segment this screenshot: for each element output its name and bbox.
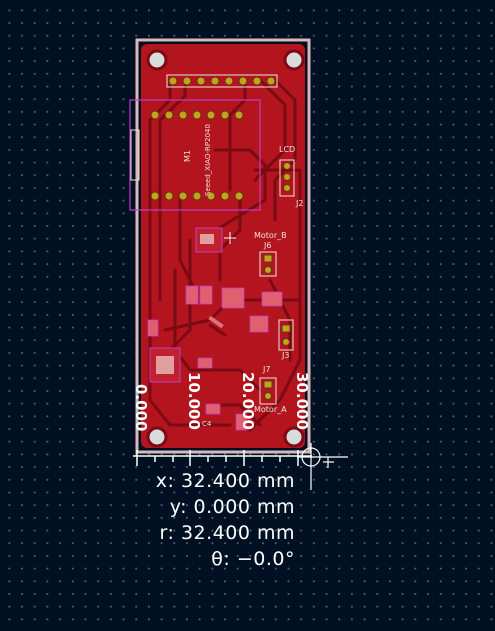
measure-x: x: 32.400 mm xyxy=(155,470,295,492)
measure-theta: θ: −0.0° xyxy=(211,548,295,570)
mounting-hole-top-left[interactable] xyxy=(146,49,168,71)
mounting-hole-bottom-left[interactable] xyxy=(146,426,168,448)
measure-ruler xyxy=(133,450,312,466)
label-motor-a: Motor_A xyxy=(254,405,287,414)
j7-pins[interactable] xyxy=(263,380,273,400)
label-j2: J2 xyxy=(295,199,303,208)
j3-outline xyxy=(278,319,294,351)
board-edge-cuts xyxy=(135,38,311,454)
j6-pins[interactable] xyxy=(263,254,273,274)
mounting-hole-top-right[interactable] xyxy=(283,49,305,71)
ic-lower-left-pad[interactable] xyxy=(156,356,174,374)
label-j7: J7 xyxy=(262,365,270,374)
label-module-m1: M1 xyxy=(183,150,192,162)
ruler-label-10: 10.000 xyxy=(185,372,203,430)
module-m1-courtyard xyxy=(129,99,261,211)
module-m1-pins-top[interactable] xyxy=(150,110,244,120)
measure-r: r: 32.400 mm xyxy=(159,522,295,544)
lcd-connector-j2-outline xyxy=(279,159,295,197)
lcd-connector-j2-pins[interactable] xyxy=(283,162,291,192)
j6-outline xyxy=(259,251,277,277)
label-motor-b: Motor_B xyxy=(254,231,287,240)
label-j6: J6 xyxy=(263,241,271,250)
j7-outline xyxy=(259,377,277,405)
cursor-target-icon xyxy=(297,443,348,490)
label-lcd: LCD xyxy=(279,145,295,154)
label-module-sub: Seeed_XIAO-RP2040 xyxy=(204,124,212,196)
ruler-label-30: 30.000 xyxy=(293,372,311,430)
j3-pins[interactable] xyxy=(281,324,291,346)
crosshair-marker xyxy=(224,232,236,244)
measure-y: y: 0.000 mm xyxy=(169,496,295,518)
label-c4: C4 xyxy=(202,420,212,428)
passive-components[interactable] xyxy=(147,285,283,431)
ruler-label-20: 20.000 xyxy=(239,372,257,430)
label-j3: J3 xyxy=(281,351,289,360)
header-top-pins[interactable] xyxy=(166,74,278,88)
slot-via xyxy=(208,315,224,329)
motor-driver-pad[interactable] xyxy=(200,234,214,244)
module-m1-pins-bottom[interactable] xyxy=(150,191,244,201)
module-m1-usb xyxy=(130,129,140,181)
ruler-label-0: 0.000 xyxy=(132,384,150,432)
mounting-hole-bottom-right[interactable] xyxy=(283,426,305,448)
